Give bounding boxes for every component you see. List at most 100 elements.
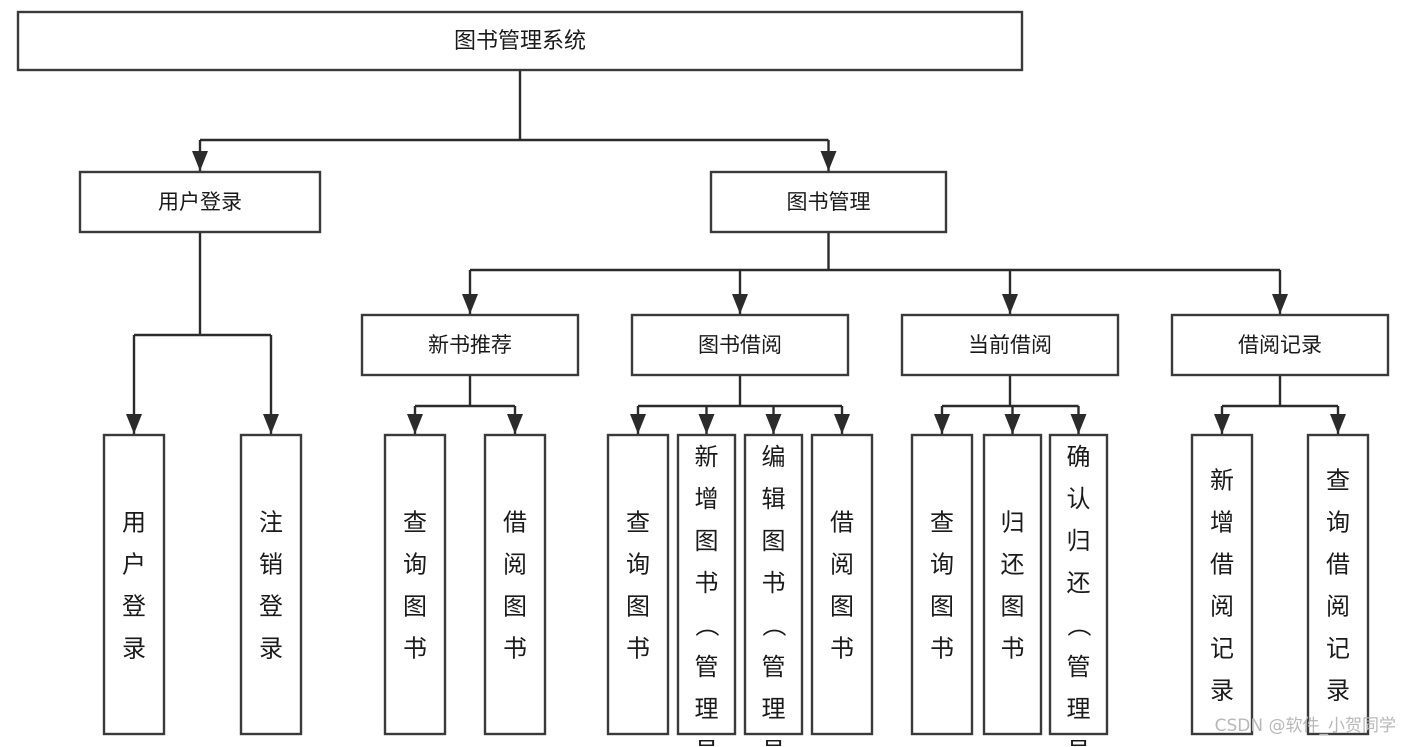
leaf-label-char: 书: [762, 569, 786, 597]
leaf-label-char: 书: [503, 635, 527, 663]
leaf-box-leaf-add-book: [676, 433, 737, 736]
leaf-label-char: 查: [930, 509, 954, 537]
arrow-head-icon: [263, 414, 279, 434]
leaf-leaf-logout[interactable]: 注销登录注销登录: [0, 0, 303, 736]
arrow-head-icon: [1330, 414, 1346, 434]
leaf-label-char: 图: [503, 593, 527, 621]
arrow-head-icon: [192, 151, 208, 171]
leaf-box-leaf-borrow-book-rec: [483, 433, 547, 736]
leaf-box-leaf-query-book-bb: [606, 433, 670, 736]
node-label-root: 图书管理系统: [454, 29, 586, 54]
leaf-label-char: 理: [762, 695, 786, 723]
leaf-label-char: 询: [403, 551, 427, 579]
leaf-label-char: 询: [626, 551, 650, 579]
leaf-label-char: 录: [122, 635, 146, 663]
leaf-label-char: 登: [122, 593, 146, 621]
leaf-label-char: 新: [1210, 467, 1234, 495]
leaf-label-char: 新: [695, 443, 719, 471]
node-box-book-manage: [709, 170, 948, 234]
leaf-label-char: 书: [626, 635, 650, 663]
leaf-label-char: 销: [259, 551, 283, 579]
leaf-leaf-borrow-book-bb[interactable]: 借阅图书借阅图书: [0, 0, 874, 736]
leaf-label-char: 户: [122, 551, 146, 579]
leaf-label-char: 书: [930, 635, 954, 663]
node-root[interactable]: 图书管理系统: [16, 10, 1024, 72]
leaf-label-char: 注: [259, 509, 283, 537]
node-box-root: [16, 10, 1024, 72]
leaf-label-char: 书: [695, 569, 719, 597]
leaf-label-char: 图: [695, 527, 719, 555]
leaf-leaf-query-book-bb[interactable]: 查询图书查询图书: [0, 0, 670, 736]
leaf-label-char: 阅: [503, 551, 527, 579]
leaf-label-char: 员: [1067, 737, 1091, 747]
leaf-leaf-return-book[interactable]: 归还图书归还图书: [0, 0, 1043, 736]
node-label-new-book-recommend: 新书推荐: [428, 333, 512, 357]
node-user-login[interactable]: 用户登录: [78, 170, 322, 234]
leaf-label-char: 书: [830, 635, 854, 663]
leaf-label-char: 借: [503, 509, 527, 537]
leaf-label-char: 管: [695, 653, 719, 681]
leaf-leaf-query-book-rec[interactable]: 查询图书查询图书: [0, 0, 447, 736]
node-box-book-borrow: [630, 313, 850, 377]
leaf-label-char: 录: [1326, 677, 1350, 705]
leaf-label-char: 员: [695, 737, 719, 747]
arrow-head-icon: [630, 414, 646, 434]
leaf-label-char: 增: [695, 485, 719, 513]
leaf-label-char: （: [1065, 613, 1093, 637]
leaf-label-char: 归: [1067, 527, 1091, 555]
arrow-head-icon: [462, 294, 478, 314]
leaf-label-char: 记: [1210, 635, 1234, 663]
leaf-label-char: 借: [1210, 551, 1234, 579]
leaf-leaf-user-login[interactable]: 用户登录用户登录: [0, 0, 166, 736]
leaf-label-char: 询: [1326, 509, 1350, 537]
leaf-label-char: 归: [1001, 509, 1025, 537]
arrow-head-icon: [507, 414, 523, 434]
leaf-label-char: 录: [1210, 677, 1234, 705]
node-book-borrow[interactable]: 图书借阅: [630, 313, 850, 377]
leaf-label-char: 辑: [762, 485, 786, 513]
leaf-label-char: 认: [1067, 485, 1091, 513]
arrow-head-icon: [834, 414, 850, 434]
node-label-borrow-record: 借阅记录: [1238, 333, 1322, 357]
leaf-leaf-query-record[interactable]: 查询借阅记录查询借阅记录: [0, 0, 1370, 736]
leaf-label-char: 管: [1067, 653, 1091, 681]
leaf-leaf-query-book-cb[interactable]: 查询图书查询图书: [0, 0, 974, 736]
arrow-head-icon: [1070, 414, 1087, 434]
leaf-box-leaf-add-record: [1190, 433, 1254, 736]
leaf-label-char: 图: [626, 593, 650, 621]
leaf-leaf-add-record[interactable]: 新增借阅记录新增借阅记录: [0, 0, 1254, 736]
leaf-box-leaf-query-book-rec: [383, 433, 447, 736]
leaf-label-char: 阅: [1210, 593, 1234, 621]
arrow-head-icon: [1272, 294, 1288, 314]
leaf-label-char: 用: [122, 509, 146, 537]
leaf-box-leaf-edit-book: [743, 433, 804, 736]
leaf-label-char: 登: [259, 593, 283, 621]
leaf-label-char: 录: [259, 635, 283, 663]
leaf-leaf-borrow-book-rec[interactable]: 借阅图书借阅图书: [0, 0, 547, 736]
leaf-label-char: 图: [830, 593, 854, 621]
leaf-label-char: 编: [762, 443, 786, 471]
leaf-label-char: 图: [930, 593, 954, 621]
node-current-borrow[interactable]: 当前借阅: [900, 313, 1120, 377]
leaf-label-char: 确: [1067, 443, 1091, 471]
leaf-label-char: 阅: [1326, 593, 1350, 621]
arrow-head-icon: [1002, 294, 1018, 314]
leaf-label-char: 还: [1067, 569, 1091, 597]
arrow-head-icon: [407, 414, 423, 434]
leaf-box-leaf-query-record: [1306, 433, 1370, 736]
node-box-borrow-record: [1170, 313, 1390, 377]
leaf-label-char: 图: [1001, 593, 1025, 621]
node-borrow-record[interactable]: 借阅记录: [1170, 313, 1390, 377]
leaf-label-char: 增: [1210, 509, 1234, 537]
node-book-manage[interactable]: 图书管理: [709, 170, 948, 234]
leaf-box-leaf-return-book: [982, 433, 1043, 736]
leaf-label-char: 阅: [830, 551, 854, 579]
node-label-book-manage: 图书管理: [787, 190, 871, 214]
leaf-box-leaf-user-login: [102, 433, 166, 736]
node-new-book-recommend[interactable]: 新书推荐: [360, 313, 580, 377]
leaf-label-char: 询: [930, 551, 954, 579]
